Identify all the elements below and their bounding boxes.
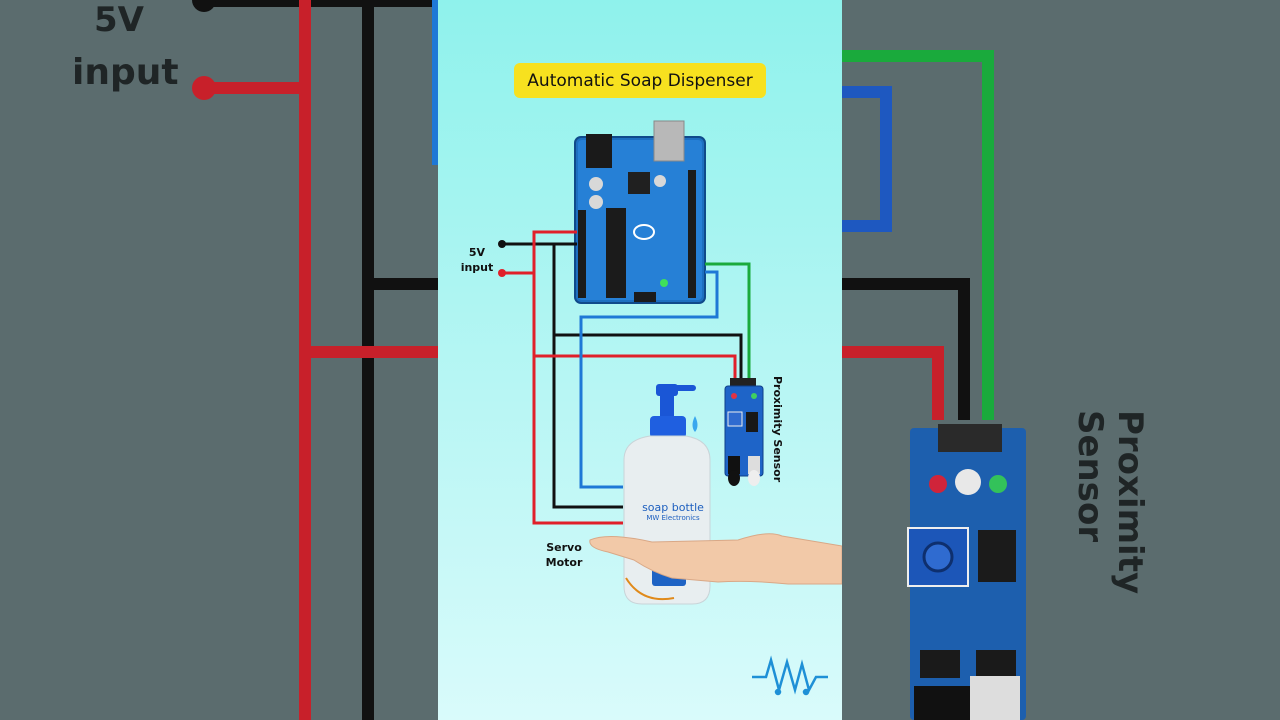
diagram-title: Automatic Soap Dispenser <box>514 63 766 98</box>
background-right: Proximity Sensor <box>842 0 1280 720</box>
hand-icon <box>589 533 842 585</box>
background-left: 5V input <box>0 0 438 720</box>
background-sensor-label: Proximity Sensor <box>1070 410 1150 595</box>
servo-motor-label-line2: Motor <box>545 556 583 569</box>
proximity-sensor-icon <box>724 378 764 486</box>
water-drop-icon <box>692 416 698 432</box>
power-input-label: 5V input <box>458 245 496 275</box>
power-input-label-line2: input <box>460 261 494 274</box>
background-right-wires <box>842 50 1026 720</box>
bottle-label-line1: soap bottle <box>642 501 704 514</box>
background-power-label-line2: input <box>72 52 179 93</box>
bottle-label: soap bottle MW Electronics <box>634 501 712 522</box>
diagram-panel: Automatic Soap Dispenser <box>438 0 842 720</box>
proximity-sensor-label: Proximity Sensor <box>771 376 784 483</box>
bottle-label-line2: MW Electronics <box>646 514 700 522</box>
arduino-board-icon <box>574 120 706 304</box>
background-left-wires <box>192 0 438 720</box>
circuit-diagram <box>498 120 842 696</box>
circuit-wires <box>498 230 751 525</box>
servo-motor-label-line1: Servo <box>546 541 582 554</box>
servo-motor-label: Servo Motor <box>540 540 588 570</box>
power-input-label-line1: 5V <box>468 246 486 259</box>
logo-icon <box>752 655 828 696</box>
background-power-label-line1: 5V <box>94 0 144 40</box>
